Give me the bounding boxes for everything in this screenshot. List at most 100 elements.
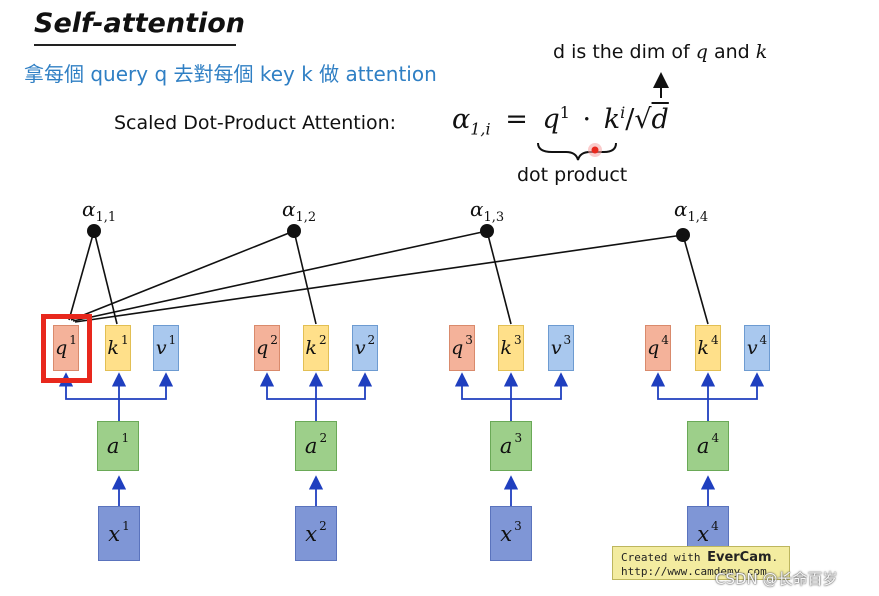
formula-label: Scaled Dot-Product Attention: xyxy=(114,112,397,134)
q1-to-alpha-1 xyxy=(68,230,95,321)
k4-to-alpha-4 xyxy=(682,234,709,325)
alpha-label-2-sub: 1,2 xyxy=(295,210,317,225)
formula-alpha: α xyxy=(452,104,471,135)
attention-formula: α1,i = q1 · ki/√d xyxy=(452,103,669,138)
alpha-label-1-sym: α xyxy=(82,197,96,221)
query-box-4-sup: 4 xyxy=(661,333,669,347)
alpha-label-2-sym: α xyxy=(282,197,296,221)
alpha-label-2: α1,2 xyxy=(282,197,316,225)
value-box-1-sup: 1 xyxy=(168,333,177,347)
alpha-label-4-sym: α xyxy=(674,197,688,221)
a-box-3-sym: a xyxy=(499,434,513,458)
key-box-4-sup: 4 xyxy=(710,333,719,347)
query-box-4-sym: q xyxy=(647,337,660,359)
csdn-credit: CSDN @长命百岁️ xyxy=(715,570,838,588)
x-box-1-sup: 1 xyxy=(122,518,130,533)
formula-k: k xyxy=(603,104,621,135)
value-box-2-sym: v xyxy=(354,337,366,359)
dim-note-q: q xyxy=(695,41,708,63)
dim-note-middle: and xyxy=(707,41,756,63)
key-box-2-sym: k xyxy=(305,337,317,359)
x-box-3-sym: x xyxy=(500,521,513,546)
x-box-3-sup: 3 xyxy=(514,518,522,533)
dim-note-prefix: d is the dim of xyxy=(553,41,696,63)
slide-title: Self-attention xyxy=(34,8,245,39)
formula-q-sup: 1 xyxy=(559,103,570,122)
key-box-4-sym: k xyxy=(697,337,709,359)
query-box-3-sup: 3 xyxy=(465,333,473,347)
value-box-4-sup: 4 xyxy=(759,333,768,347)
x-box-1-sym: x xyxy=(108,521,121,546)
value-box-1-sym: v xyxy=(155,337,167,359)
formula-d: d xyxy=(651,104,669,135)
dim-note: d is the dim of q and k xyxy=(553,41,767,63)
alpha-label-1: α1,1 xyxy=(82,197,116,225)
evercam-watermark: Created with EverCam. http://www.camdemy… xyxy=(612,546,790,580)
dot-product-brace xyxy=(537,142,617,161)
q1-to-alpha-3 xyxy=(72,230,488,322)
value-box-4-sym: v xyxy=(746,337,758,359)
q1-to-alpha-4 xyxy=(74,234,684,323)
title-underline xyxy=(34,44,236,46)
alpha-label-1-sub: 1,1 xyxy=(95,210,117,225)
x-box-2-sym: x xyxy=(305,521,318,546)
dim-note-k: k xyxy=(755,41,768,63)
x-box-2-sup: 2 xyxy=(319,518,327,533)
formula-dot: · xyxy=(582,104,592,135)
alpha-label-3-sym: α xyxy=(470,197,484,221)
formula-k-sup: i xyxy=(620,103,626,122)
formula-alpha-sub: 1,i xyxy=(470,119,491,139)
a-box-1-sup: 1 xyxy=(121,431,130,445)
x-box-4-sym: x xyxy=(697,521,710,546)
watermark-brand: EverCam xyxy=(707,550,772,565)
key-box-3-sup: 3 xyxy=(513,333,522,347)
watermark-url: http://www.camdemy.com xyxy=(621,565,767,578)
query-box-1-sym: q xyxy=(55,337,68,359)
x-box-4-sup: 4 xyxy=(711,518,719,533)
value-box-3-sym: v xyxy=(550,337,562,359)
alpha-label-3-sub: 1,3 xyxy=(483,210,505,225)
key-box-3-sym: k xyxy=(500,337,512,359)
watermark-line-1: Created with EverCam. xyxy=(621,550,781,565)
query-box-2-sym: q xyxy=(256,337,269,359)
formula-slash: / xyxy=(625,104,635,135)
a-box-4-sym: a xyxy=(696,434,710,458)
k2-to-alpha-2 xyxy=(293,230,317,325)
query-1-highlight xyxy=(41,314,92,383)
k1-to-alpha-1 xyxy=(93,230,118,325)
formula-q: q xyxy=(542,104,560,135)
a-box-3-sup: 3 xyxy=(514,431,523,445)
k3-to-alpha-3 xyxy=(486,230,512,325)
query-box-3-sym: q xyxy=(451,337,464,359)
value-box-2-sup: 2 xyxy=(367,333,376,347)
a-box-2-sym: a xyxy=(304,434,318,458)
value-box-3-sup: 3 xyxy=(563,333,572,347)
pointer-dot-core xyxy=(591,146,599,154)
q1-to-alpha-2 xyxy=(70,230,295,321)
a-box-1-sym: a xyxy=(106,434,120,458)
watermark-created-with: Created with xyxy=(621,551,708,564)
formula-equals: = xyxy=(505,104,528,135)
key-box-1-sup: 1 xyxy=(120,333,129,347)
a-box-2-sup: 2 xyxy=(319,431,328,445)
alpha-label-3: α1,3 xyxy=(470,197,504,225)
key-box-2-sup: 2 xyxy=(318,333,327,347)
query-box-2-sup: 2 xyxy=(270,333,278,347)
